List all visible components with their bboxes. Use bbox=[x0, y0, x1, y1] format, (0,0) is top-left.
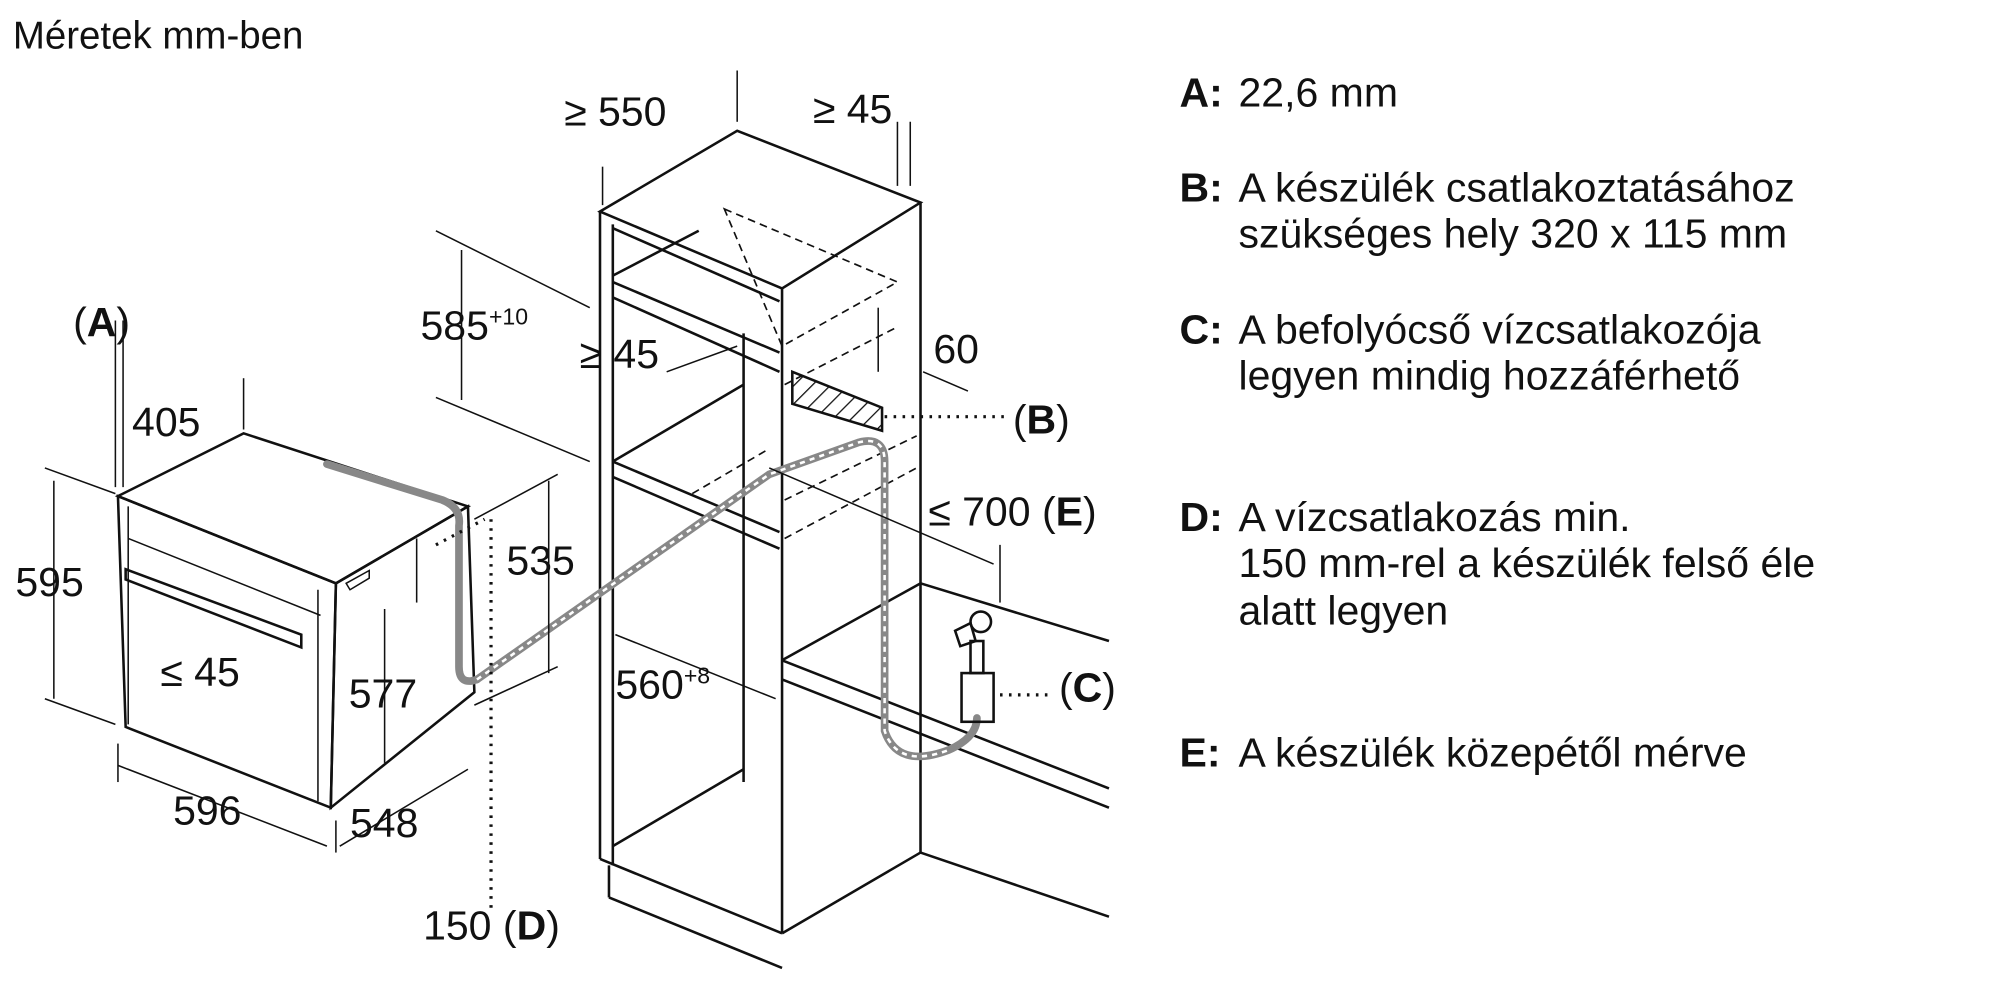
svg-text:A készülék közepétől mérve: A készülék közepétől mérve bbox=[1238, 730, 1746, 776]
dim-handle-45: ≤ 45 bbox=[160, 649, 240, 695]
svg-text:22,6 mm: 22,6 mm bbox=[1238, 69, 1398, 115]
dim-cabinet-width: ≥ 550 bbox=[564, 89, 666, 135]
svg-text:szükséges hely 320 x 115 mm: szükséges hely 320 x 115 mm bbox=[1238, 210, 1787, 256]
svg-text:E:: E: bbox=[1179, 730, 1220, 776]
page-title: Méretek mm-ben bbox=[13, 15, 304, 58]
label-c: (C) bbox=[1059, 664, 1116, 710]
oven-drawing bbox=[114, 431, 481, 811]
dim-niche-width: 560+8 bbox=[615, 662, 710, 708]
svg-text:A:: A: bbox=[1179, 69, 1222, 115]
dimension-lines bbox=[44, 70, 1052, 911]
cabinet-drawing bbox=[473, 129, 1110, 970]
svg-text:legyen mindig hozzáférhető: legyen mindig hozzáférhető bbox=[1238, 353, 1740, 399]
legend: A: 22,6 mm B: A készülék csatlakoztatásá… bbox=[1179, 69, 1815, 775]
label-a: (A) bbox=[73, 299, 130, 345]
dim-596: 596 bbox=[173, 787, 241, 833]
svg-text:C:: C: bbox=[1179, 307, 1222, 353]
svg-text:A vízcsatlakozás min.: A vízcsatlakozás min. bbox=[1238, 494, 1630, 540]
dim-60: 60 bbox=[933, 326, 979, 372]
dim-150-d: 150 (D) bbox=[423, 903, 560, 949]
water-tap-icon bbox=[953, 610, 995, 724]
dim-405: 405 bbox=[132, 399, 200, 445]
svg-text:alatt legyen: alatt legyen bbox=[1238, 587, 1448, 633]
dim-595: 595 bbox=[15, 559, 83, 605]
svg-text:B:: B: bbox=[1179, 164, 1222, 210]
dim-shelf-gap: ≥ 45 bbox=[579, 331, 659, 377]
dim-700: ≤ 700 (E) bbox=[928, 489, 1096, 535]
svg-text:150 mm-rel a készülék felső él: 150 mm-rel a készülék felső éle bbox=[1238, 540, 1815, 586]
dim-niche-height: 585+10 bbox=[421, 303, 529, 349]
dim-535: 535 bbox=[506, 537, 574, 583]
dim-back-gap: ≥ 45 bbox=[813, 86, 893, 132]
svg-text:A befolyócső vízcsatlakozója: A befolyócső vízcsatlakozója bbox=[1238, 307, 1760, 353]
svg-text:D:: D: bbox=[1179, 494, 1222, 540]
dim-577: 577 bbox=[349, 671, 417, 717]
svg-text:A készülék csatlakoztatásához: A készülék csatlakoztatásához bbox=[1238, 164, 1794, 210]
label-b: (B) bbox=[1013, 396, 1070, 442]
dim-548: 548 bbox=[350, 800, 418, 846]
